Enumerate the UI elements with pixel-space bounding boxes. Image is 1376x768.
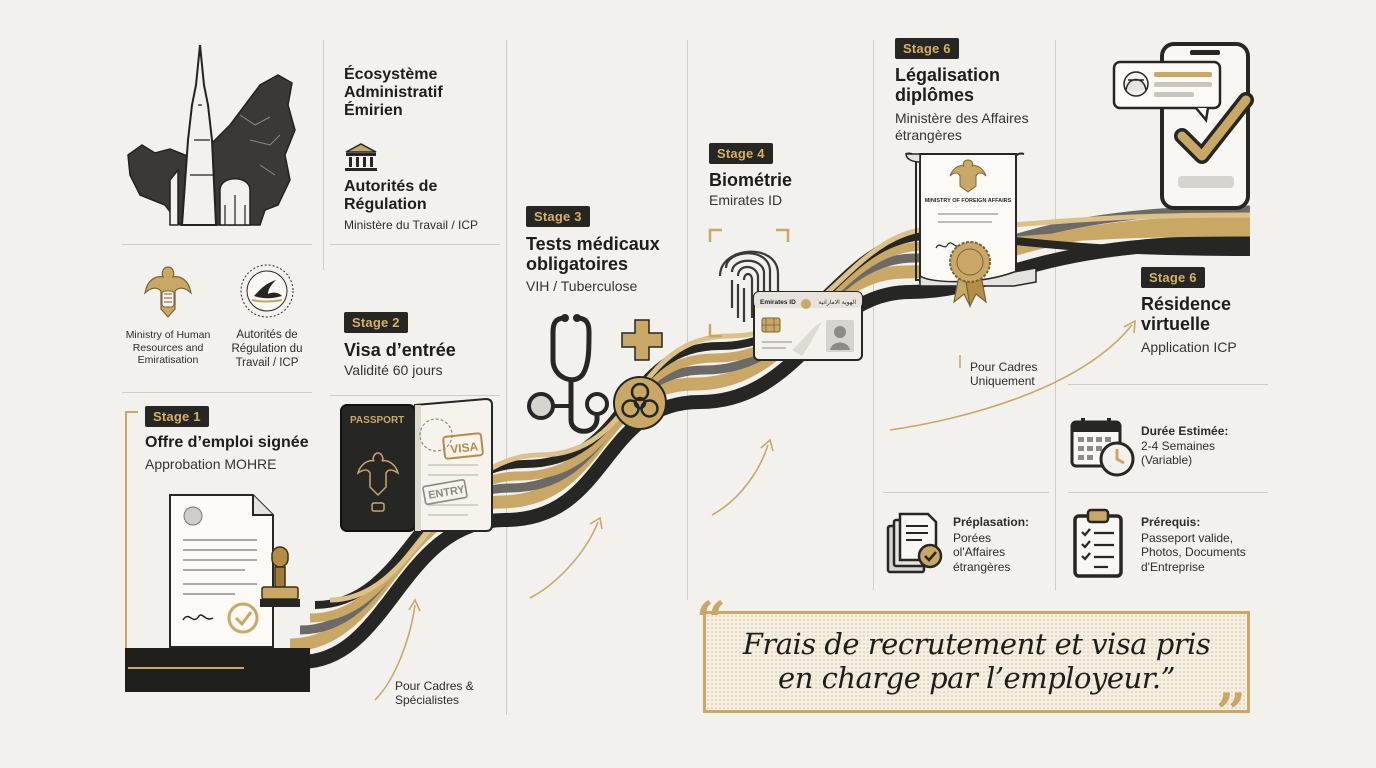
stage-6-subtitle: Application ICP <box>1141 339 1237 355</box>
certificate-ministry-label: MINISTRY OF FOREIGN AFFAIRS <box>925 198 1012 204</box>
stage-2-badge: Stage 2 <box>344 312 408 333</box>
stage-3-title: Tests médicaux obligatoires <box>526 234 660 275</box>
stage-4-subtitle: Emirates ID <box>709 192 783 208</box>
stage-2-subtitle: Validité 60 jours <box>344 362 443 378</box>
stage-5-title: Légalisation diplômes <box>895 65 1001 106</box>
stage-3-subtitle: VIH / Tuberculose <box>526 278 638 294</box>
authority-label: Autorités de Régulation du Travail / ICP <box>231 329 303 369</box>
flow-arrowhead <box>408 598 421 612</box>
stage-4-title: Biométrie <box>709 170 793 190</box>
stethoscope-icon <box>527 314 609 434</box>
preplacement-value: Porées ol'Affaires étrangères <box>953 531 1011 574</box>
flow-arrow <box>374 604 416 701</box>
prereq-value: Passeport valide, Photos, Documents d'En… <box>1141 531 1246 574</box>
passport-cover-label: PASSPORT <box>350 415 404 426</box>
stage-5-badge: Stage 6 <box>895 38 959 59</box>
stage-6-title: Résidence virtuelle <box>1141 294 1232 335</box>
building-columns-icon <box>345 143 377 171</box>
prereq-label: Prérequis: <box>1141 515 1201 529</box>
authorities-title: Autorités de Régulation <box>344 178 438 213</box>
phone-check-icon <box>1112 42 1254 210</box>
flow-arrowhead <box>1123 319 1136 334</box>
stage-1-title: Offre d’emploi signée <box>145 434 309 451</box>
authorities-subtitle: Ministère du Travail / ICP <box>344 218 479 232</box>
falcon-emblem-icon <box>240 264 294 318</box>
divider <box>323 40 324 270</box>
stage-5-subtitle: Ministère des Affaires étrangères <box>895 110 1029 143</box>
quote-box: Frais de recrutement et visa pris en cha… <box>703 611 1250 713</box>
stage-1-subtitle: Approbation MOHRE <box>145 456 277 472</box>
divider <box>1068 492 1268 493</box>
divider <box>506 40 507 715</box>
quote-line-1: Frais de recrutement et visa pris <box>742 627 1211 661</box>
clipboard-checklist-icon <box>1073 508 1123 578</box>
flow-arrow <box>529 521 599 599</box>
certificate-icon: MINISTRY OF FOREIGN AFFAIRS <box>905 152 1037 308</box>
flow-arrow <box>889 324 1133 431</box>
id-card-arabic-label: الهوية الاماراتية <box>818 299 856 306</box>
uae-map-icon <box>127 45 296 226</box>
preplacement-label: Préplasation: <box>953 515 1030 529</box>
stage-6-badge: Stage 6 <box>1141 267 1205 288</box>
medical-cross-icon <box>621 319 663 361</box>
duration-label: Durée Estimée: <box>1141 424 1229 438</box>
calendar-clock-icon <box>1070 418 1135 477</box>
quote-line-2: en charge par l’employeur.” <box>778 661 1175 696</box>
stage-3-badge: Stage 3 <box>526 206 590 227</box>
biohazard-icon <box>613 376 667 430</box>
stage-1-badge: Stage 1 <box>145 406 209 427</box>
flow-arrow <box>711 444 769 516</box>
duration-value: 2-4 Semaines (Variable) <box>1141 439 1216 468</box>
ribbon-base <box>125 648 310 692</box>
eagle-emblem-icon <box>144 266 192 318</box>
stage-4-badge: Stage 4 <box>709 143 773 164</box>
note-cadres-specialistes: Pour Cadres & Spécialistes <box>395 679 474 708</box>
divider <box>1055 40 1056 590</box>
visa-stamp-label: VISA <box>450 439 480 456</box>
id-card-icon: Emirates ID الهوية الاماراتية <box>753 291 863 361</box>
stamp-icon <box>260 546 300 607</box>
divider <box>330 244 500 245</box>
divider <box>873 40 874 590</box>
stage-2-title: Visa d’entrée <box>344 340 456 360</box>
divider <box>122 392 312 393</box>
divider <box>1068 384 1268 385</box>
divider <box>330 395 500 396</box>
quote-close-mark: ” <box>1216 683 1246 744</box>
mohre-label: Ministry of Human Resources and Emiratis… <box>125 329 211 367</box>
quote-open-mark: “ <box>696 591 726 652</box>
divider <box>687 40 688 600</box>
id-card-label: Emirates ID <box>760 299 796 306</box>
contract-document-icon <box>169 494 274 648</box>
burj-tower <box>180 45 218 226</box>
flow-arrowhead <box>760 438 774 452</box>
divider <box>883 492 1049 493</box>
passport-icon: PASSPORT VISA ENTRY <box>340 397 493 532</box>
flow-arrowhead <box>589 516 603 530</box>
documents-check-icon <box>886 512 943 574</box>
fingerprint-icon <box>708 228 790 338</box>
note-cadres-uniquement: Pour Cadres Uniquement <box>970 360 1038 389</box>
ecosystem-title: Écosystème Administratif Émirien <box>344 66 443 119</box>
quote-text: Frais de recrutement et visa pris en cha… <box>706 627 1247 695</box>
divider <box>122 244 312 245</box>
